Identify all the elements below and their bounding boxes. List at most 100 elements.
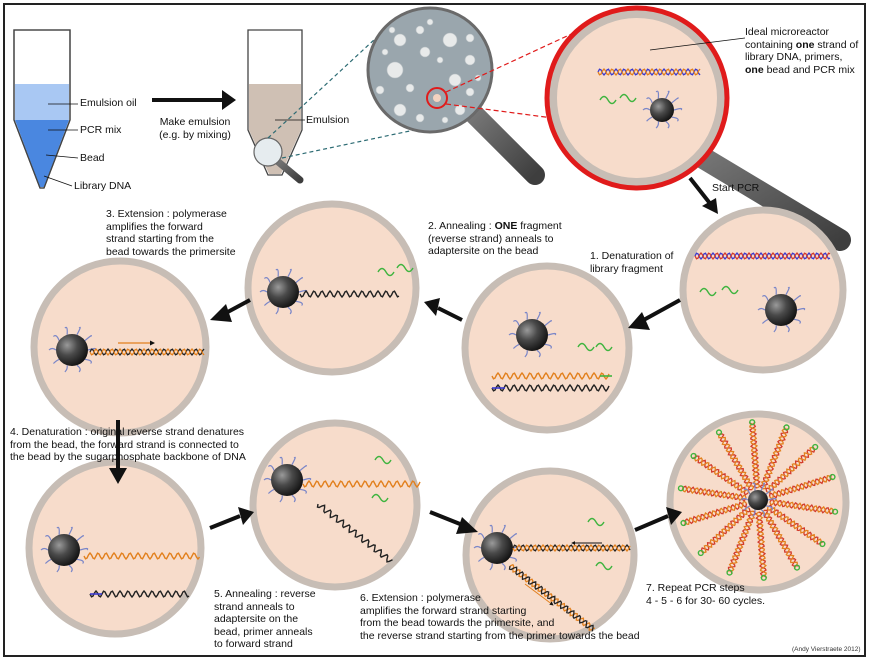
step3-label: 3. Extension : polymerase amplifies the …: [106, 208, 236, 258]
bead-adapter: [536, 349, 541, 358]
bead-adapter: [642, 107, 651, 111]
step2-line3: adaptersite on the bead: [428, 245, 539, 257]
step6-line3: from the bead towards the primersite, an…: [360, 617, 555, 629]
bead-adapter: [275, 307, 279, 315]
primer: [577, 342, 595, 352]
emulsion-droplet: [419, 46, 431, 58]
step1-label: 1. Denaturation of library fragment: [590, 250, 673, 275]
microreactor-label: Ideal microreactor containing one strand…: [745, 26, 858, 76]
emulsion-droplet: [465, 33, 475, 43]
bead-adapter: [671, 97, 679, 104]
bead-sphere: [267, 276, 299, 308]
bead-adapter: [52, 335, 60, 341]
amplicon-strand-b: [759, 425, 789, 490]
bead-adapter: [509, 556, 517, 562]
droplet-step3: [244, 200, 420, 376]
bead-adapter: [646, 97, 653, 104]
bead-adapter: [740, 497, 749, 501]
bead-adapter: [773, 325, 777, 333]
primer: [587, 517, 605, 527]
droplet-step3-body: [244, 200, 420, 376]
bead-adapter: [291, 456, 296, 466]
primer: [595, 561, 613, 571]
bead-adapter: [760, 482, 765, 491]
droplet-step7: [666, 410, 850, 594]
amplicon-strand-b: [767, 504, 825, 545]
bead: [48, 326, 97, 373]
bead-adapter: [508, 332, 517, 336]
pcr-mix-label: PCR mix: [80, 124, 122, 136]
forward-duplex-strand-b: [512, 543, 631, 553]
bead-adapter: [299, 488, 307, 494]
bead-adapter: [743, 488, 751, 495]
step4-line3: the bead by the sugarphosphate backbone …: [10, 451, 246, 463]
bead-adapter: [275, 268, 279, 277]
bead-adapter: [279, 495, 283, 503]
library-dna-strand-b: [597, 67, 701, 77]
primer: [371, 493, 389, 503]
bead: [508, 311, 557, 358]
bead-adapter: [76, 364, 81, 373]
step3-line4: bead towards the primersite: [106, 245, 236, 258]
bead-adapter: [655, 121, 660, 129]
amplicon-strand-b: [768, 473, 833, 499]
bead-adapter: [287, 268, 292, 278]
emulsion-droplet: [464, 54, 476, 66]
amplicon-end: [680, 519, 687, 527]
step4-line1: 4. Denaturation : original reverse stran…: [10, 426, 245, 438]
bead-adapter: [84, 358, 92, 364]
bead-adapter: [761, 295, 769, 301]
step-arrows: [109, 298, 682, 534]
extended-duplex-strand-b: [89, 347, 205, 357]
droplet-step4: [25, 458, 205, 638]
droplet-step6: [462, 467, 638, 643]
bead-adapter: [56, 565, 60, 573]
bead-adapter: [56, 526, 60, 535]
bead-adapter: [767, 497, 777, 501]
bead-adapter: [536, 311, 541, 321]
emulsion-droplet: [454, 104, 466, 116]
step6-line1: 6. Extension : polymerase: [360, 592, 481, 604]
primer: [599, 95, 617, 105]
reverse-duplex-strand-b: [509, 563, 596, 632]
amplicon-strand-a: [766, 446, 816, 494]
step6-line4: the reverse strand starting from the pri…: [360, 629, 640, 642]
emulsion-droplet: [436, 56, 444, 64]
forward-strand: [83, 551, 201, 561]
start-pcr-arrow: [688, 176, 718, 214]
amplicon-strand-a: [755, 511, 768, 579]
emulsion-droplet: [393, 33, 407, 47]
amplicon-end: [715, 429, 723, 436]
amplicon-strand-a: [694, 453, 750, 494]
step2-label: 2. Annealing : ONE fragment (reverse str…: [428, 220, 562, 258]
tube-1: [13, 29, 79, 189]
bead-adapter: [761, 318, 769, 324]
microreactor-line4: one bead and PCR mix: [745, 63, 855, 76]
microreactor-contents: [597, 67, 701, 129]
bead-adapter: [291, 494, 296, 503]
bead-adapter: [773, 286, 777, 295]
bead-adapter: [671, 116, 679, 122]
microreactor-line2: containing one strand of: [745, 38, 859, 51]
bead-adapter: [48, 347, 57, 351]
bead: [642, 90, 683, 129]
library-dna-label: Library DNA: [74, 180, 132, 192]
bead-adapter: [544, 320, 552, 327]
annealed-reverse: [299, 289, 400, 299]
bead-adapter: [785, 324, 790, 333]
step3-line1: 3. Extension : polymerase: [106, 208, 227, 220]
bead-adapter: [263, 477, 272, 481]
amplicon-strand-a: [700, 506, 750, 554]
amplicon-end: [831, 508, 839, 515]
amplicon-strand-a: [718, 432, 755, 490]
primer: [595, 342, 613, 352]
highlighted-droplet: [433, 94, 441, 102]
amplicon-end: [819, 540, 826, 548]
droplet-step6-body: [462, 467, 638, 643]
step7-label: 7. Repeat PCR steps 4 - 5 - 6 for 30- 60…: [646, 582, 765, 607]
step6-label: 6. Extension : polymerase amplifies the …: [360, 592, 640, 642]
amplicon-strand-a: [766, 506, 822, 547]
bead-sphere: [271, 464, 303, 496]
emulsion-oil-label: Emulsion oil: [80, 97, 137, 109]
amplicon-end: [726, 569, 733, 576]
